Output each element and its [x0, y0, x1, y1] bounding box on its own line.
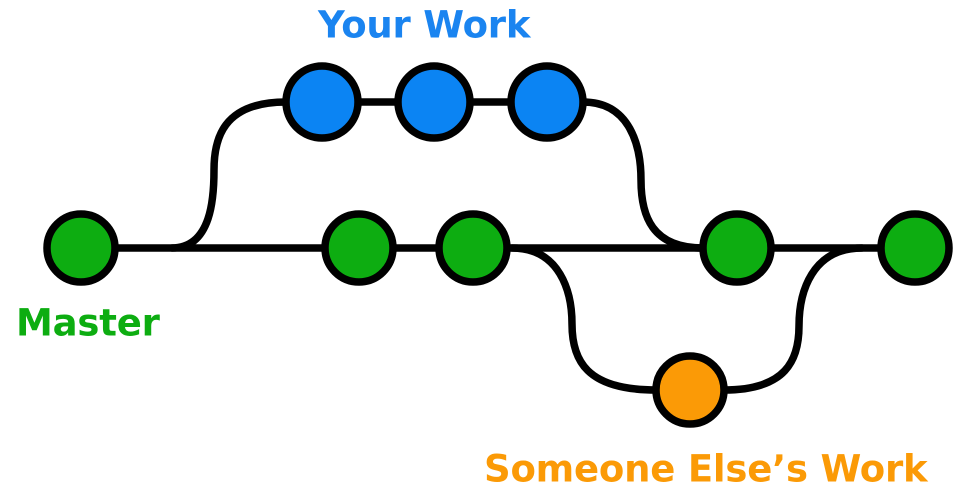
commit-node-master-3[interactable] [435, 210, 511, 286]
edge-branch-out-your-work [168, 98, 290, 252]
commit-node-your-work-2[interactable] [394, 62, 474, 142]
branch-label-layer: Your Work Master Someone Else’s Work [16, 4, 929, 491]
commit-node-someone-else-1[interactable] [652, 352, 728, 428]
branch-label-someone-elses-work: Someone Else’s Work [484, 448, 929, 491]
commit-node-master-1[interactable] [43, 210, 119, 286]
commit-node-your-work-3[interactable] [507, 62, 587, 142]
edge-layer [111, 98, 919, 394]
edge-merge-your-work-into-master [579, 98, 707, 252]
edge-merge-someone-elses-work-into-master [720, 244, 866, 394]
commit-node-master-5-head[interactable] [877, 210, 953, 286]
branch-label-your-work: Your Work [317, 4, 532, 47]
commit-node-your-work-1[interactable] [282, 62, 362, 142]
commit-node-master-4-merge[interactable] [699, 210, 775, 286]
edge-branch-out-someone-elses-work [508, 244, 660, 394]
commit-node-layer [43, 62, 953, 428]
commit-node-master-2[interactable] [321, 210, 397, 286]
branch-label-master: Master [16, 302, 161, 345]
